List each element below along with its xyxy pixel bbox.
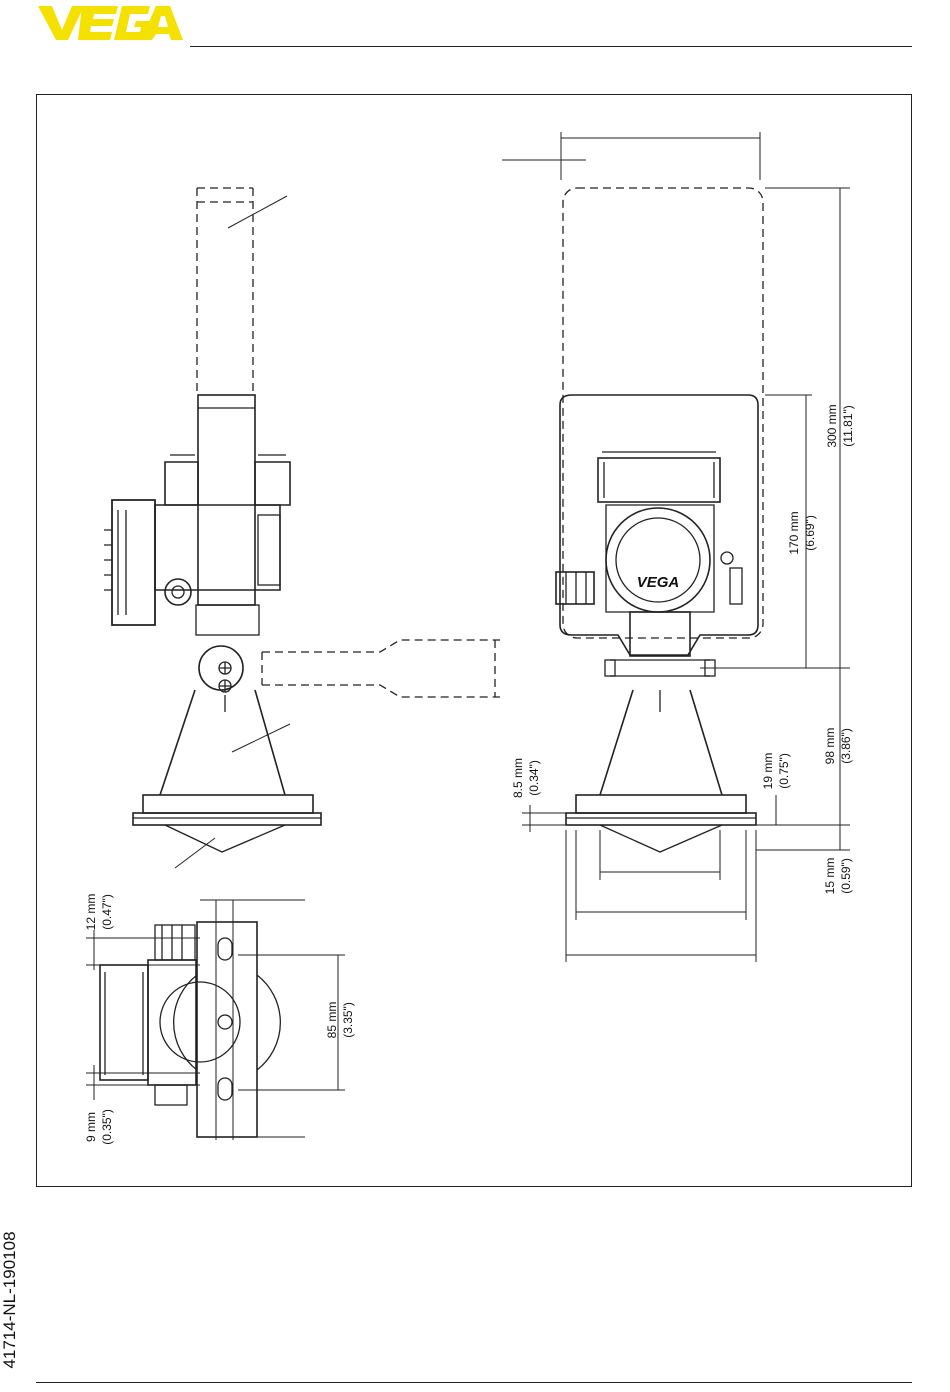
dim-8-5-mm: 8.5 mm [511,758,525,798]
dim-98-inch: (3.86") [839,728,853,764]
dim-19-inch: (0.75") [777,753,791,789]
dim-98-mm: 98 mm [823,728,837,765]
dim-85: 85 mm (3.35") [325,1002,355,1039]
dim-170-inch: (6.69") [803,515,817,551]
dim-15-mm: 15 mm [823,858,837,895]
dim-9-mm: 9 mm [84,1112,98,1142]
footer-rule [36,1382,912,1383]
top-view [86,900,345,1140]
document-code: 41714-NL-190108 [0,1215,20,1385]
dim-15-inch: (0.59") [839,858,853,894]
dim-170-mm: 170 mm [787,511,801,554]
dim-12-inch: (0.47") [100,894,114,930]
dim-19: 19 mm (0.75") [761,753,791,790]
dim-8-5-inch: (0.34") [527,760,541,796]
dim-12-mm: 12 mm [84,894,98,931]
dim-85-inch: (3.35") [341,1002,355,1038]
dim-300-inch: (11.81") [841,405,855,446]
dim-170: 170 mm (6.69") [787,511,817,554]
dim-8-5: 8.5 mm (0.34") [511,758,541,798]
dim-19-mm: 19 mm [761,753,775,790]
dim-300-mm: 300 mm [825,404,839,447]
side-view [104,188,500,868]
housing-logo-text: VEGA [637,574,680,591]
dim-85-mm: 85 mm [325,1002,339,1039]
dim-15: 15 mm (0.59") [823,858,853,895]
dim-98: 98 mm (3.86") [823,728,853,765]
dim-9: 9 mm (0.35") [84,1109,114,1145]
dim-9-inch: (0.35") [100,1109,114,1145]
dim-12: 12 mm (0.47") [84,894,114,931]
